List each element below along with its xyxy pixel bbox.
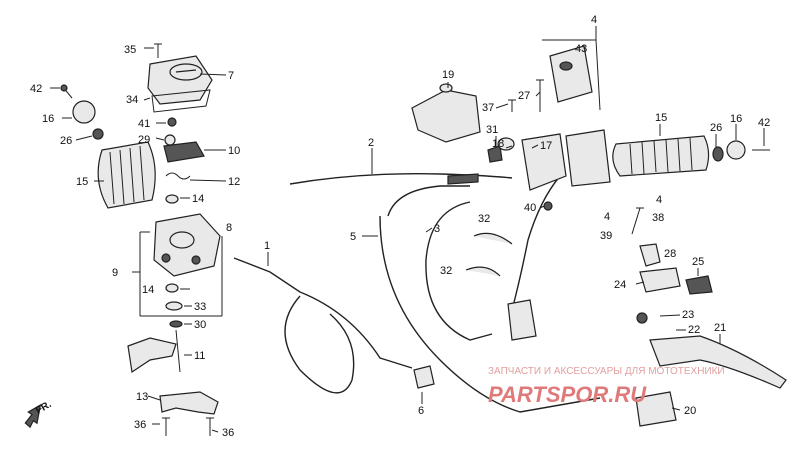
- part-label-25: 25: [692, 256, 704, 268]
- part-label-26-right: 26: [710, 122, 722, 134]
- part-label-16-right: 16: [730, 113, 742, 125]
- front-direction-arrow-icon: [24, 403, 42, 429]
- part-label-13: 13: [136, 391, 148, 403]
- part-label-4-bottom: 4: [656, 194, 662, 206]
- part-label-2: 2: [368, 137, 374, 149]
- part-label-37: 37: [482, 102, 494, 114]
- part-label-24: 24: [614, 279, 626, 291]
- part-label-16-left: 16: [42, 113, 54, 125]
- part-label-28: 28: [664, 248, 676, 260]
- part-label-34: 34: [126, 94, 138, 106]
- part-label-19: 19: [442, 69, 454, 81]
- part-label-36-left: 36: [134, 419, 146, 431]
- throttle-housing-assembly: [127, 43, 227, 436]
- part-label-35: 35: [124, 44, 136, 56]
- part-label-38: 38: [652, 212, 664, 224]
- part-label-23: 23: [682, 309, 694, 321]
- part-label-3: 3: [434, 223, 440, 235]
- part-label-29: 29: [138, 134, 150, 146]
- clutch-lever-assembly: [631, 207, 787, 427]
- part-label-4-top: 4: [591, 14, 597, 26]
- part-label-4-side: 4: [604, 211, 610, 223]
- watermark-caption: ЗАПЧАСТИ И АКСЕССУАРЫ ДЛЯ МОТОТЕХНИКИ: [488, 366, 725, 377]
- part-label-31: 31: [486, 124, 498, 136]
- part-label-15-right: 15: [655, 112, 667, 124]
- part-label-9: 9: [112, 267, 118, 279]
- part-label-14-top: 14: [192, 193, 204, 205]
- part-label-10: 10: [228, 145, 240, 157]
- part-label-30: 30: [194, 319, 206, 331]
- part-label-33: 33: [194, 301, 206, 313]
- right-grip-assembly: [612, 135, 770, 177]
- part-label-6: 6: [418, 405, 424, 417]
- part-label-43: 43: [575, 43, 587, 55]
- part-label-36-right: 36: [222, 427, 234, 439]
- part-label-17: 17: [540, 140, 552, 152]
- cables: [233, 173, 601, 413]
- part-label-27: 27: [518, 90, 530, 102]
- part-label-18: 18: [492, 138, 504, 150]
- part-label-20: 20: [684, 405, 696, 417]
- part-label-11: 11: [194, 350, 205, 362]
- switch-assembly: [411, 39, 611, 211]
- leader-lines: [50, 26, 765, 433]
- part-label-40: 40: [524, 202, 536, 214]
- left-grip-assembly: [60, 84, 156, 209]
- part-label-5: 5: [350, 231, 356, 243]
- part-label-22: 22: [688, 324, 700, 336]
- watermark-logo-text: PARTSPOR.RU: [488, 382, 647, 407]
- part-label-32-top: 32: [478, 213, 490, 225]
- part-label-1: 1: [264, 240, 270, 252]
- part-number-labels: 35 42 16 26 15 7 34 41 29 10 12 14 8 9 1…: [30, 14, 770, 439]
- part-label-21: 21: [714, 322, 726, 334]
- part-label-26-left: 26: [60, 135, 72, 147]
- part-label-12: 12: [228, 176, 240, 188]
- front-direction-label: FR.: [34, 399, 54, 417]
- part-label-32-bottom: 32: [440, 265, 452, 277]
- part-label-41: 41: [138, 118, 150, 130]
- part-label-14-bottom: 14: [142, 284, 154, 296]
- part-label-15-left: 15: [76, 176, 88, 188]
- part-label-39: 39: [600, 230, 612, 242]
- part-label-42-right: 42: [758, 117, 770, 129]
- part-label-7: 7: [228, 70, 234, 82]
- part-label-42-left: 42: [30, 83, 42, 95]
- part-label-8: 8: [226, 222, 232, 234]
